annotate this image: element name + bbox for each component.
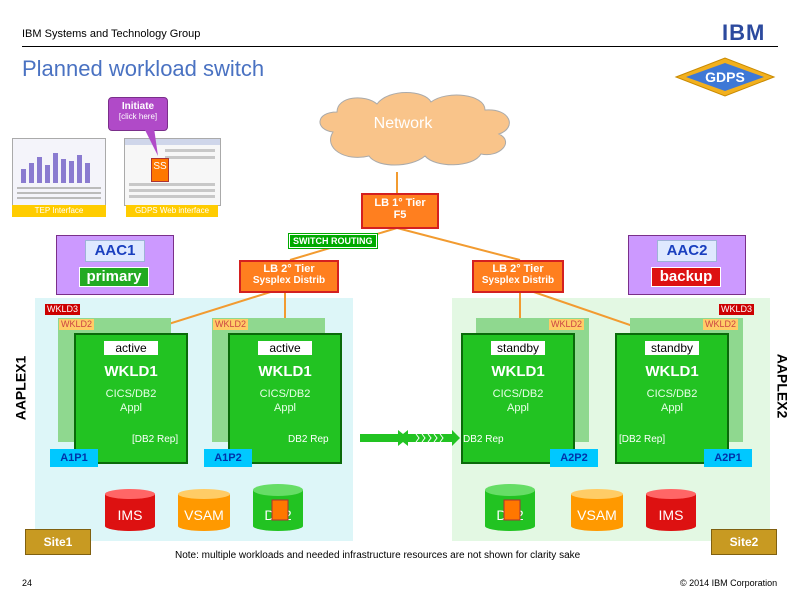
initiate-click-here: [click here]: [118, 112, 158, 121]
ims-database-icon: IMS: [646, 489, 696, 531]
workload-name: WKLD1: [258, 363, 312, 380]
footnote: Note: multiple workloads and needed infr…: [175, 550, 581, 561]
db2-database-icon: DB2: [485, 484, 535, 531]
workload-state: standby: [645, 341, 699, 355]
workload-appl-line1: CICS/DB2: [105, 388, 157, 400]
aac2-name: AAC2: [657, 240, 717, 262]
workload-appl-line2: Appl: [119, 402, 143, 414]
initiate-button[interactable]: Initiate [click here]: [108, 97, 168, 131]
workload-db2-rep: DB2 Rep: [463, 434, 504, 445]
db-label: VSAM: [577, 507, 617, 523]
partition-tag-a1p1: A1P1: [50, 449, 98, 467]
page-title: Planned workload switch: [22, 56, 265, 81]
workload-appl-line1: CICS/DB2: [259, 388, 311, 400]
initiate-pointer: [144, 128, 158, 156]
aac2-state: backup: [651, 267, 721, 287]
partition-tag-a2p1: A2P1: [704, 449, 752, 467]
lb-tier1-line1: LB 1° Tier: [374, 197, 426, 209]
lb-tier2-right-box: LB 2° Tier Sysplex Distrib: [472, 260, 564, 293]
header-rule: [22, 46, 778, 47]
wkld3-tag-left: WKLD3: [45, 304, 81, 315]
workload-db2-rep: DB2 Rep: [288, 434, 329, 445]
site2-label: Site2: [711, 529, 777, 555]
db-label: IMS: [659, 507, 684, 523]
db-label: IMS: [118, 507, 143, 523]
gdps-web-interface-caption: GDPS Web interface: [126, 205, 218, 217]
wkld2-tag: WKLD2: [549, 319, 585, 330]
vsam-database-icon: VSAM: [178, 489, 230, 531]
aaplex2-label: AAPLEX2: [774, 353, 791, 419]
workload-appl-line2: Appl: [273, 402, 297, 414]
wkld2-tag: WKLD2: [703, 319, 739, 330]
switch-routing-label: SWITCH ROUTING: [288, 233, 378, 249]
partition-tag-a1p2: A1P2: [204, 449, 252, 467]
lb-tier2-left-box: LB 2° Tier Sysplex Distrib: [239, 260, 339, 293]
initiate-title: Initiate: [121, 101, 155, 112]
workload-state: standby: [491, 341, 545, 355]
page-number: 24: [22, 578, 33, 588]
wkld2-tag: WKLD2: [59, 319, 95, 330]
tep-interface-thumbnail[interactable]: [12, 138, 106, 206]
workload-box-a1p2: active WKLD1 CICS/DB2 Appl DB2 Rep: [228, 333, 342, 464]
aac1-box: AAC1 primary: [56, 235, 174, 295]
aaplex1-label: AAPLEX1: [12, 355, 29, 421]
gdps-logo: GDPS: [674, 57, 776, 97]
gdps-logo-text: GDPS: [705, 69, 745, 85]
workload-appl-line2: Appl: [506, 402, 530, 414]
copyright: © 2014 IBM Corporation: [680, 578, 778, 588]
wkld2-tag: WKLD2: [213, 319, 249, 330]
wkld3-tag-right: WKLD3: [719, 304, 755, 315]
workload-appl-line2: Appl: [660, 402, 684, 414]
header-group-name: IBM Systems and Technology Group: [22, 28, 201, 40]
network-label: Network: [374, 115, 434, 132]
aac2-box: AAC2 backup: [628, 235, 746, 295]
workload-box-a2p1: standby WKLD1 CICS/DB2 Appl [DB2 Rep]: [615, 333, 729, 464]
site1-label: Site1: [25, 529, 91, 555]
aac1-state: primary: [79, 267, 149, 287]
web-interface-icon: [125, 139, 220, 205]
ims-database-icon: IMS: [105, 489, 155, 531]
tep-interface-caption: TEP Interface: [12, 205, 106, 217]
workload-state: active: [258, 341, 312, 355]
lb-tier2-right-line1: LB 2° Tier: [492, 263, 544, 275]
workload-box-a2p2: standby WKLD1 CICS/DB2 Appl DB2 Rep: [461, 333, 575, 464]
workload-db2-rep: [DB2 Rep]: [619, 434, 666, 445]
workload-appl-line1: CICS/DB2: [492, 388, 544, 400]
gdps-web-interface-thumbnail[interactable]: [124, 138, 221, 206]
aac1-name: AAC1: [85, 240, 145, 262]
lb-tier2-left-line2: Sysplex Distrib: [252, 275, 326, 286]
workload-db2-rep: [DB2 Rep]: [132, 434, 179, 445]
workload-name: WKLD1: [104, 363, 158, 380]
workload-state: active: [104, 341, 158, 355]
lb-tier1-box: LB 1° Tier F5: [361, 193, 439, 229]
lb-tier2-right-line2: Sysplex Distrib: [481, 275, 555, 286]
db-label: VSAM: [184, 507, 224, 523]
db2-database-icon: DB2: [253, 484, 303, 531]
partition-tag-a2p2: A2P2: [550, 449, 598, 467]
workload-appl-line1: CICS/DB2: [646, 388, 698, 400]
lb-tier1-line2: F5: [393, 209, 407, 221]
workload-name: WKLD1: [645, 363, 699, 380]
ss-button[interactable]: SS: [151, 158, 169, 182]
workload-box-a1p1: active WKLD1 CICS/DB2 Appl [DB2 Rep]: [74, 333, 188, 464]
ibm-logo: IBM: [722, 20, 766, 46]
lb-tier2-left-line1: LB 2° Tier: [263, 263, 315, 275]
replication-arrow: [360, 430, 460, 446]
workload-name: WKLD1: [491, 363, 545, 380]
network-cloud: Network: [294, 92, 536, 177]
vsam-database-icon: VSAM: [571, 489, 623, 531]
bar-chart-icon: [13, 139, 105, 205]
